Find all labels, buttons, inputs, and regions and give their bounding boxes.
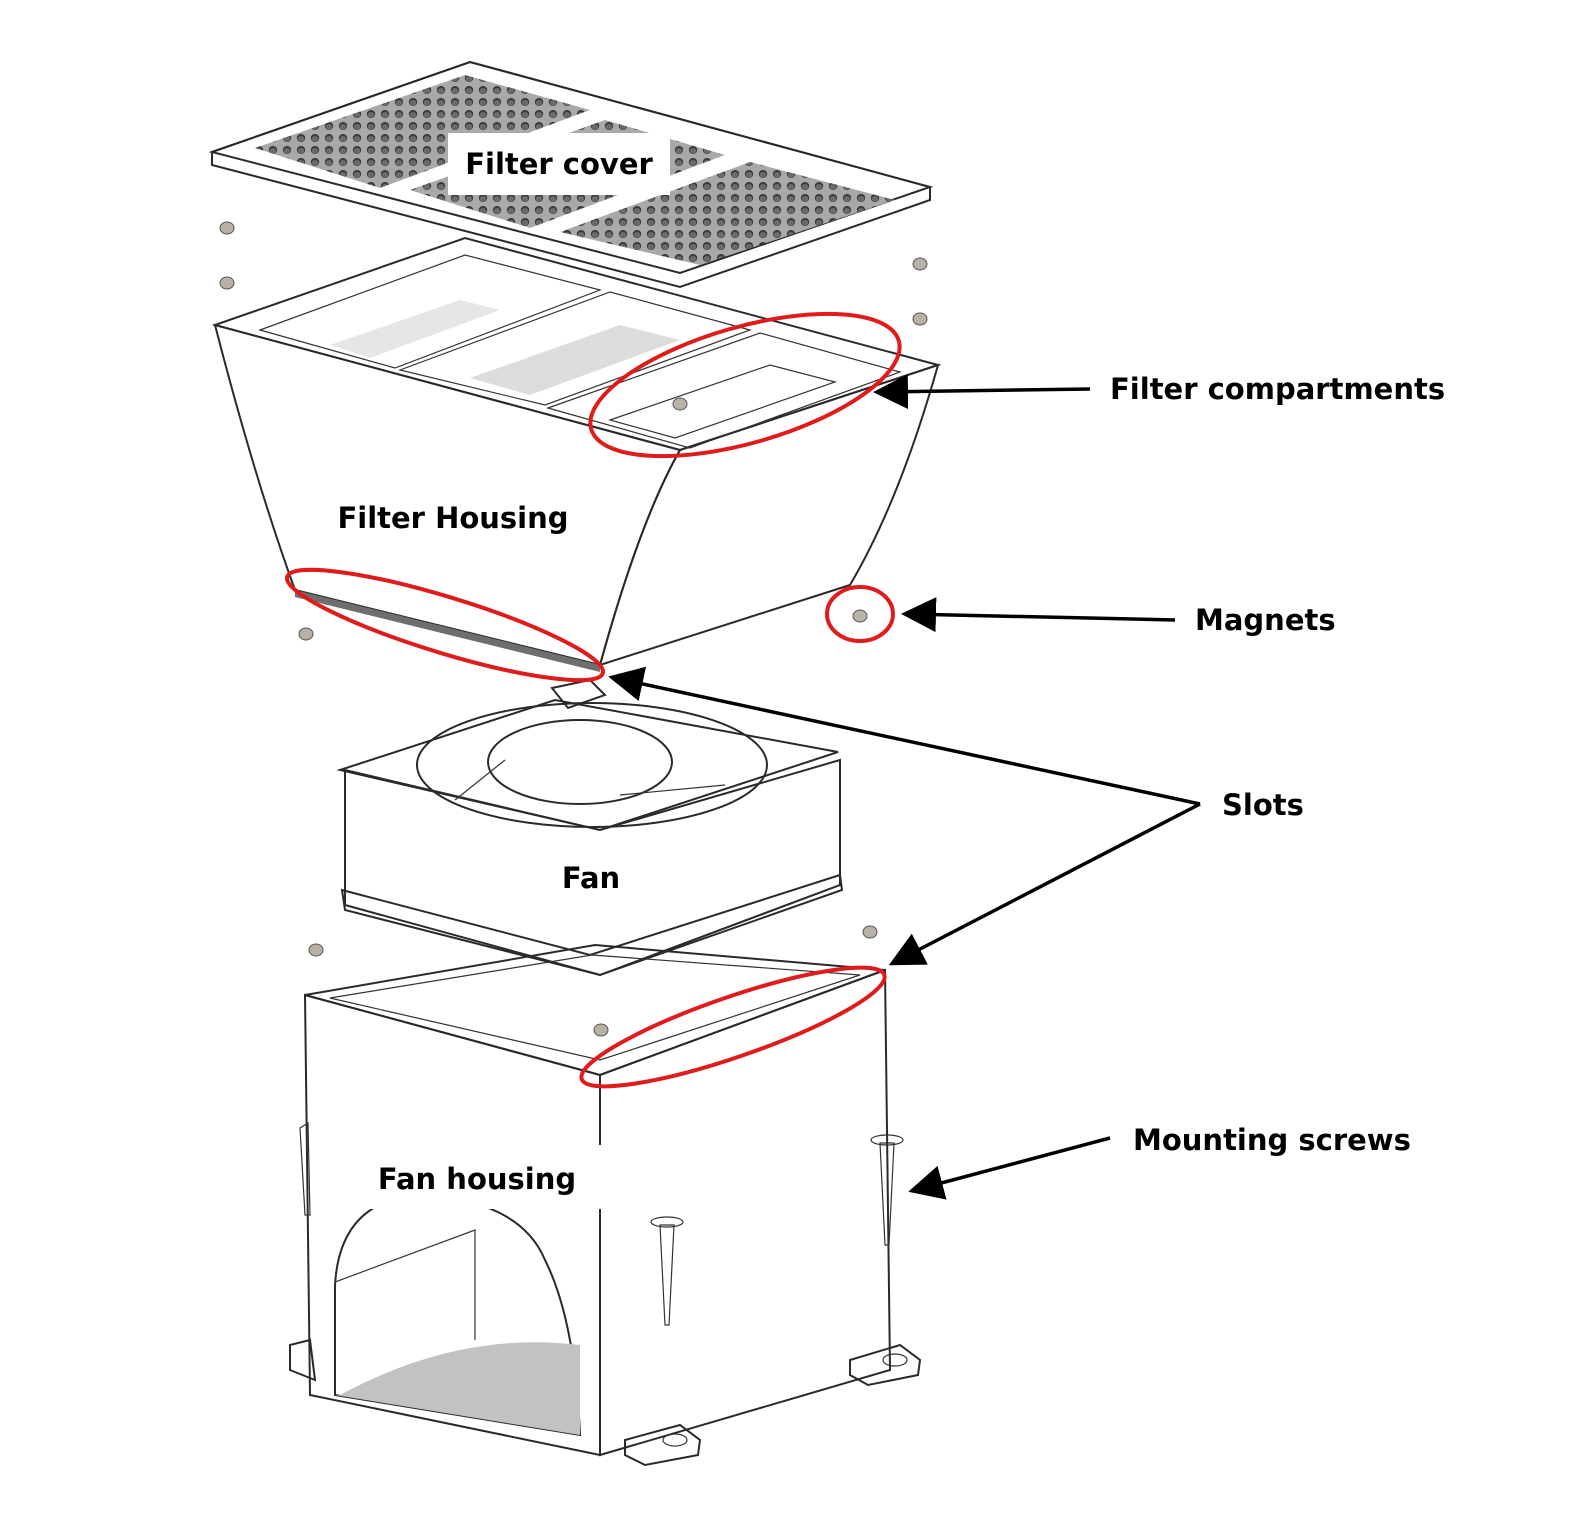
fan-strut xyxy=(454,759,506,801)
callout-filter-compartments: Filter compartments xyxy=(1110,372,1445,406)
magnet-icon xyxy=(308,943,324,957)
outlet-floor xyxy=(335,1342,580,1435)
compartment-2-opening xyxy=(470,325,680,395)
label-box xyxy=(358,1145,602,1209)
label-fan-housing: Fan housing xyxy=(358,1145,602,1209)
label-text: Fan xyxy=(562,861,620,895)
compartment-3 xyxy=(546,332,902,449)
magnet-icon xyxy=(852,609,868,623)
highlight-slot-filter-housing xyxy=(284,567,606,683)
highlights xyxy=(284,311,902,1089)
fan-strut xyxy=(619,784,726,796)
magnets xyxy=(219,221,928,1037)
magnet-icon xyxy=(862,925,878,939)
arrow-slots-lower xyxy=(888,802,1201,966)
mounting-hole xyxy=(662,1433,688,1447)
highlight-magnet xyxy=(825,585,895,643)
fan-connector xyxy=(550,678,607,710)
label-text: Filter Housing xyxy=(337,501,568,535)
mounting-hole xyxy=(882,1353,908,1367)
label-text: Filter cover xyxy=(465,147,653,181)
mounting-tab xyxy=(849,1343,922,1387)
magnet-icon xyxy=(672,397,688,411)
filter-housing-bottom-lip xyxy=(295,590,600,672)
fan-rotor-opening xyxy=(416,702,768,828)
magnet-icon xyxy=(219,276,235,290)
arrow-filter-compartments xyxy=(873,374,1091,410)
mounting-tab xyxy=(624,1423,702,1467)
label-text: Fan housing xyxy=(378,1162,576,1196)
filter-cover-top xyxy=(208,60,934,275)
label-box xyxy=(448,133,670,195)
callout-mounting-screws: Mounting screws xyxy=(1133,1123,1411,1157)
filter-housing xyxy=(211,236,942,672)
compartment-3-floor xyxy=(607,364,838,439)
fan-housing-top-rim xyxy=(304,943,886,1077)
filter-cover-grille-3 xyxy=(560,162,895,265)
label-box xyxy=(540,847,642,909)
label-filter-housing: Filter Housing xyxy=(319,485,594,549)
filter-cover-grille-1 xyxy=(255,75,590,188)
highlight-slot-fan-housing xyxy=(579,965,887,1089)
fan-hub xyxy=(487,719,673,805)
screw-icon xyxy=(299,1121,311,1216)
compartment-2 xyxy=(397,291,752,406)
magnet-icon xyxy=(298,627,314,641)
arrows xyxy=(608,374,1201,1200)
fan xyxy=(336,678,844,977)
magnet-icon xyxy=(912,257,928,271)
fan-top-flange xyxy=(336,698,839,832)
magnet-icon xyxy=(219,221,235,235)
screw-icon xyxy=(650,1216,684,1326)
fan-housing xyxy=(289,943,922,1467)
mounting-tab xyxy=(289,1338,317,1382)
arrow-mounting-screws xyxy=(908,1136,1111,1200)
compartment-1-opening xyxy=(330,300,500,358)
filter-housing-rim xyxy=(211,236,942,452)
fan-housing-side-face xyxy=(599,968,892,1457)
outlet-inner-edge xyxy=(334,1229,476,1340)
filter-housing-side-face xyxy=(598,363,940,667)
label-filter-cover: Filter cover xyxy=(448,133,670,195)
magnet-icon xyxy=(912,312,928,326)
label-box xyxy=(319,485,594,549)
magnet-icon xyxy=(593,1023,609,1037)
callout-magnets: Magnets xyxy=(1195,603,1336,637)
callout-slots: Slots xyxy=(1222,788,1304,822)
arrow-magnets xyxy=(901,597,1176,633)
compartment-1 xyxy=(258,254,602,369)
screw-icon xyxy=(870,1134,904,1246)
highlight-filter-compartments xyxy=(588,311,902,459)
fan-housing-opening xyxy=(329,954,861,1061)
arrow-slots-upper xyxy=(608,666,1201,806)
label-fan: Fan xyxy=(540,847,642,909)
